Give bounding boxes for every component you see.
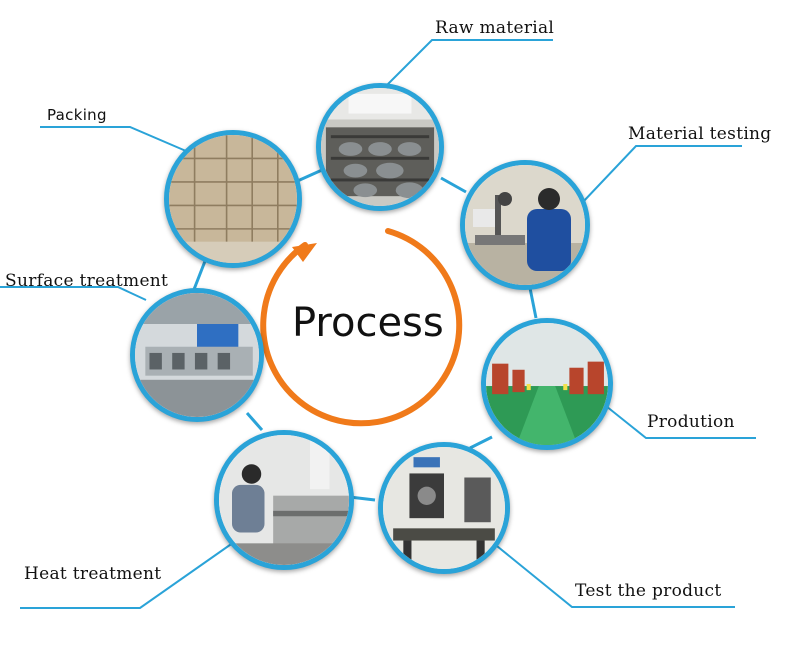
label-raw-material: Raw material — [435, 18, 555, 38]
heat-treatment-photo — [214, 430, 354, 570]
label-heat-treatment: Heat treatment — [24, 564, 162, 584]
circular-orange-arrow-icon — [260, 228, 463, 427]
test-product-photo — [378, 442, 510, 574]
label-packing: Packing — [47, 106, 107, 124]
process-title: Process — [292, 300, 444, 346]
label-production: Prodution — [647, 412, 735, 432]
label-surface-treatment: Surface treatment — [5, 271, 169, 291]
material-testing-photo — [460, 160, 590, 290]
packing-photo — [164, 130, 302, 268]
production-photo — [481, 318, 613, 450]
label-test-the-product: Test the product — [575, 581, 722, 601]
label-material-testing: Material testing — [628, 124, 772, 144]
surface-treatment-photo — [130, 288, 264, 422]
raw-material-photo — [316, 83, 444, 211]
